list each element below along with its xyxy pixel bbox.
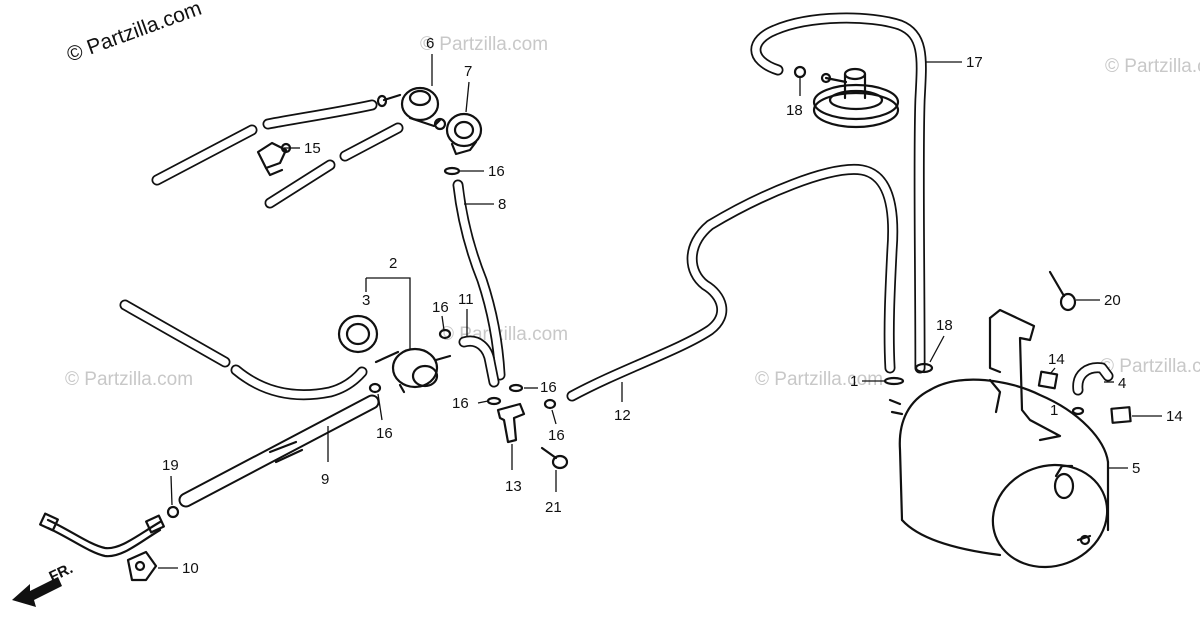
callout-10: 10 bbox=[182, 560, 199, 577]
callout-4: 4 bbox=[1118, 375, 1126, 392]
callout-11: 11 bbox=[458, 291, 474, 308]
callout-21: 21 bbox=[545, 499, 562, 516]
callout-9: 9 bbox=[321, 471, 329, 488]
hose-9-part bbox=[178, 394, 380, 508]
clamp-19-part bbox=[166, 505, 180, 519]
lower-left-pipe bbox=[39, 512, 165, 558]
callout-7: 7 bbox=[464, 63, 472, 80]
valve-2-part bbox=[374, 347, 452, 394]
callout-16: 16 bbox=[432, 299, 449, 316]
bracket-13-part bbox=[496, 402, 526, 444]
callout-3: 3 bbox=[362, 292, 370, 309]
callout-16: 16 bbox=[452, 395, 469, 412]
front-marker-label: FR. bbox=[47, 560, 76, 586]
fuel-cap-part bbox=[812, 67, 900, 129]
watermark: © Partzilla.com bbox=[1105, 56, 1200, 77]
watermark: © Partzilla.com bbox=[420, 34, 548, 55]
callout-18: 18 bbox=[936, 317, 953, 334]
left-long-hose bbox=[119, 299, 368, 401]
callout-16: 16 bbox=[488, 163, 505, 180]
callout-1: 1 bbox=[850, 373, 858, 390]
callout-19: 19 bbox=[162, 457, 179, 474]
watermark: © Partzilla.com bbox=[755, 369, 883, 390]
callout-16: 16 bbox=[376, 425, 393, 442]
callout-16: 16 bbox=[548, 427, 565, 444]
callout-18: 18 bbox=[786, 102, 803, 119]
hose-11-part bbox=[458, 335, 500, 388]
elbow-4-part bbox=[1072, 362, 1114, 396]
callout-16: 16 bbox=[540, 379, 557, 396]
clamp-16-left bbox=[368, 382, 382, 394]
copyright-notice: © Partzilla.com bbox=[64, 0, 205, 67]
holder-3-part bbox=[337, 314, 379, 354]
callout-15: 15 bbox=[304, 140, 321, 157]
holder-7-part bbox=[445, 112, 483, 156]
clamps-1 bbox=[883, 376, 1085, 416]
front-direction-arrow: FR. bbox=[12, 560, 76, 607]
bolt-20-part bbox=[1048, 270, 1077, 312]
callout-2: 2 bbox=[389, 255, 397, 272]
clip-10-part bbox=[126, 550, 158, 582]
watermarks: © Partzilla.com © Partzilla.com © Partzi… bbox=[65, 34, 1200, 390]
callout-6: 6 bbox=[426, 35, 434, 52]
callout-13: 13 bbox=[505, 478, 522, 495]
clamp-16-upper bbox=[443, 166, 461, 176]
valve-6-part bbox=[376, 86, 447, 131]
hose-12-part bbox=[566, 163, 899, 402]
hose-17-part bbox=[750, 12, 927, 374]
callouts: 6 7 15 16 8 17 18 2 3 16 11 16 16 bbox=[158, 35, 1183, 577]
callout-17: 17 bbox=[966, 54, 983, 71]
canister-5-part bbox=[888, 308, 1110, 569]
callout-12: 12 bbox=[614, 407, 631, 424]
watermark: © Partzilla.com bbox=[65, 369, 193, 390]
callout-8: 8 bbox=[498, 196, 506, 213]
callout-14: 14 bbox=[1166, 408, 1183, 425]
callout-14: 14 bbox=[1048, 351, 1065, 368]
clamps-18 bbox=[793, 65, 934, 374]
bolt-21-part bbox=[540, 446, 569, 470]
callout-1: 1 bbox=[1050, 402, 1058, 419]
hose-8-part bbox=[452, 179, 506, 381]
watermark: © Partzilla.com bbox=[1100, 356, 1200, 377]
callout-20: 20 bbox=[1104, 292, 1121, 309]
clips-14 bbox=[1037, 370, 1132, 424]
callout-5: 5 bbox=[1132, 460, 1140, 477]
upper-left-hoses bbox=[151, 99, 404, 209]
